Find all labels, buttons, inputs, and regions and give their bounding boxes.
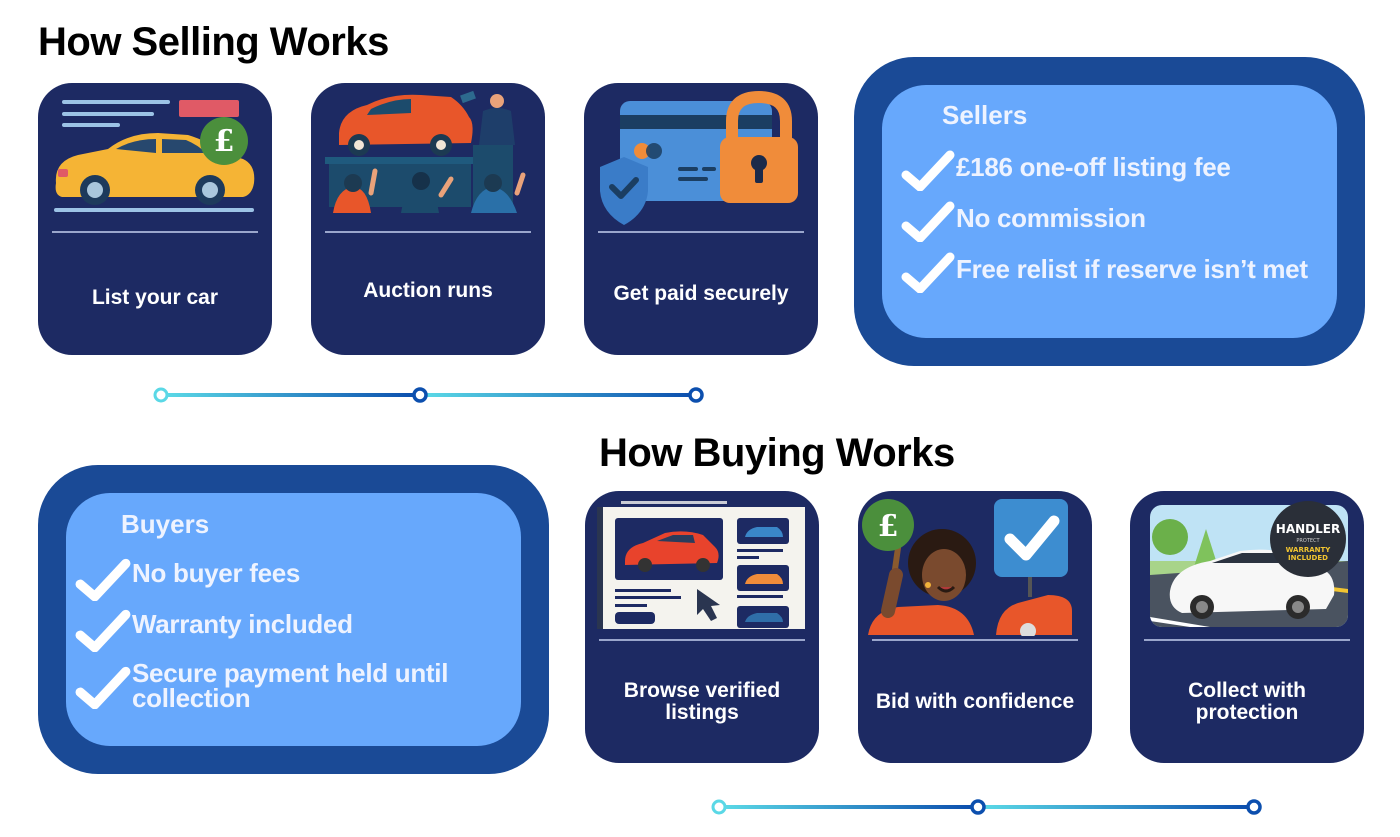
benefit-text: Warranty included	[132, 609, 353, 639]
sellers-benefits-inner: Sellers £186 one-off listing fee No comm…	[882, 85, 1337, 338]
timeline-node	[970, 799, 986, 815]
timeline-node	[412, 387, 428, 403]
benefit-text: £186 one-off listing fee	[956, 152, 1231, 182]
step-card-get-paid-securely: Get paid securely	[584, 83, 818, 355]
sellers-benefits-panel: Sellers £186 one-off listing fee No comm…	[854, 57, 1365, 366]
buyers-benefits-panel: Buyers No buyer fees Warranty included S…	[38, 465, 549, 774]
svg-text:£: £	[878, 509, 899, 544]
step-label: List your car	[91, 286, 219, 309]
checkmark-icon	[75, 666, 131, 709]
bid-icon: £	[862, 499, 1072, 636]
checkmark-icon	[901, 150, 955, 191]
checkmark-icon	[75, 609, 131, 652]
benefit-text: Secure payment held until collection	[132, 658, 449, 713]
benefit-item: Secure payment held until collection	[74, 658, 472, 713]
selling-section-title: How Selling Works	[38, 20, 389, 64]
step-card-auction-runs: Auction runs	[311, 83, 545, 355]
svg-text:£: £	[214, 124, 235, 159]
buyers-heading: Buyers	[121, 509, 210, 539]
benefit-item: £186 one-off listing fee	[900, 147, 1231, 191]
benefit-item: Warranty included	[74, 606, 353, 652]
handler-badge-brand: HANDLER	[1276, 522, 1340, 536]
card-divider	[325, 231, 531, 233]
auction-icon	[325, 90, 526, 213]
timeline-segment	[984, 805, 1248, 809]
timeline-segment	[426, 393, 690, 397]
timeline-node	[1246, 799, 1262, 815]
step-label: Collect with protection	[1188, 679, 1306, 724]
step-label: Get paid securely	[613, 282, 789, 305]
benefit-text: Free relist if reserve isn’t met	[956, 254, 1308, 284]
buying-section-title: How Buying Works	[599, 431, 955, 475]
step-label: Bid with confidence	[875, 690, 1075, 713]
benefit-item: No buyer fees	[74, 555, 300, 601]
checkmark-icon	[75, 558, 131, 601]
step-card-collect-with-protection: HANDLER PROTECT WARRANTY INCLUDED Collec…	[1130, 491, 1364, 763]
step-card-browse-verified-listings: Browse verified listings	[585, 491, 819, 763]
buyers-benefits-inner: Buyers No buyer fees Warranty included S…	[66, 493, 521, 746]
card-divider	[598, 231, 804, 233]
timeline-node	[153, 387, 169, 403]
step-label: Browse verified listings	[623, 679, 781, 724]
card-divider	[1144, 639, 1350, 641]
timeline-node	[711, 799, 727, 815]
checkmark-icon	[901, 252, 955, 293]
selling-progress-timeline	[153, 387, 704, 403]
step-label: Auction runs	[363, 279, 493, 302]
card-divider	[52, 231, 258, 233]
timeline-segment	[725, 805, 971, 809]
step-card-bid-with-confidence: £ Bid with confidence	[858, 491, 1092, 763]
handler-badge-sub: PROTECT	[1296, 538, 1320, 544]
checkmark-icon	[901, 201, 955, 242]
handler-badge-line2: INCLUDED	[1288, 554, 1328, 562]
timeline-node	[688, 387, 704, 403]
handler-badge-line1: WARRANTY	[1286, 546, 1332, 554]
card-divider	[872, 639, 1078, 641]
step-card-list-your-car: £ List your car	[38, 83, 272, 355]
sellers-heading: Sellers	[942, 100, 1028, 130]
car-listing-icon: £	[54, 100, 255, 212]
benefit-item: Free relist if reserve isn’t met	[900, 249, 1308, 293]
secure-payment-icon	[600, 90, 798, 225]
benefit-item: No commission	[900, 198, 1146, 242]
timeline-segment	[167, 393, 413, 397]
benefit-text: No buyer fees	[132, 558, 301, 588]
benefit-text: No commission	[956, 203, 1146, 233]
buying-progress-timeline	[711, 799, 1262, 815]
collect-car-icon: HANDLER PROTECT WARRANTY INCLUDED	[1150, 501, 1348, 627]
browse-listings-icon	[597, 501, 805, 629]
card-divider	[599, 639, 805, 641]
